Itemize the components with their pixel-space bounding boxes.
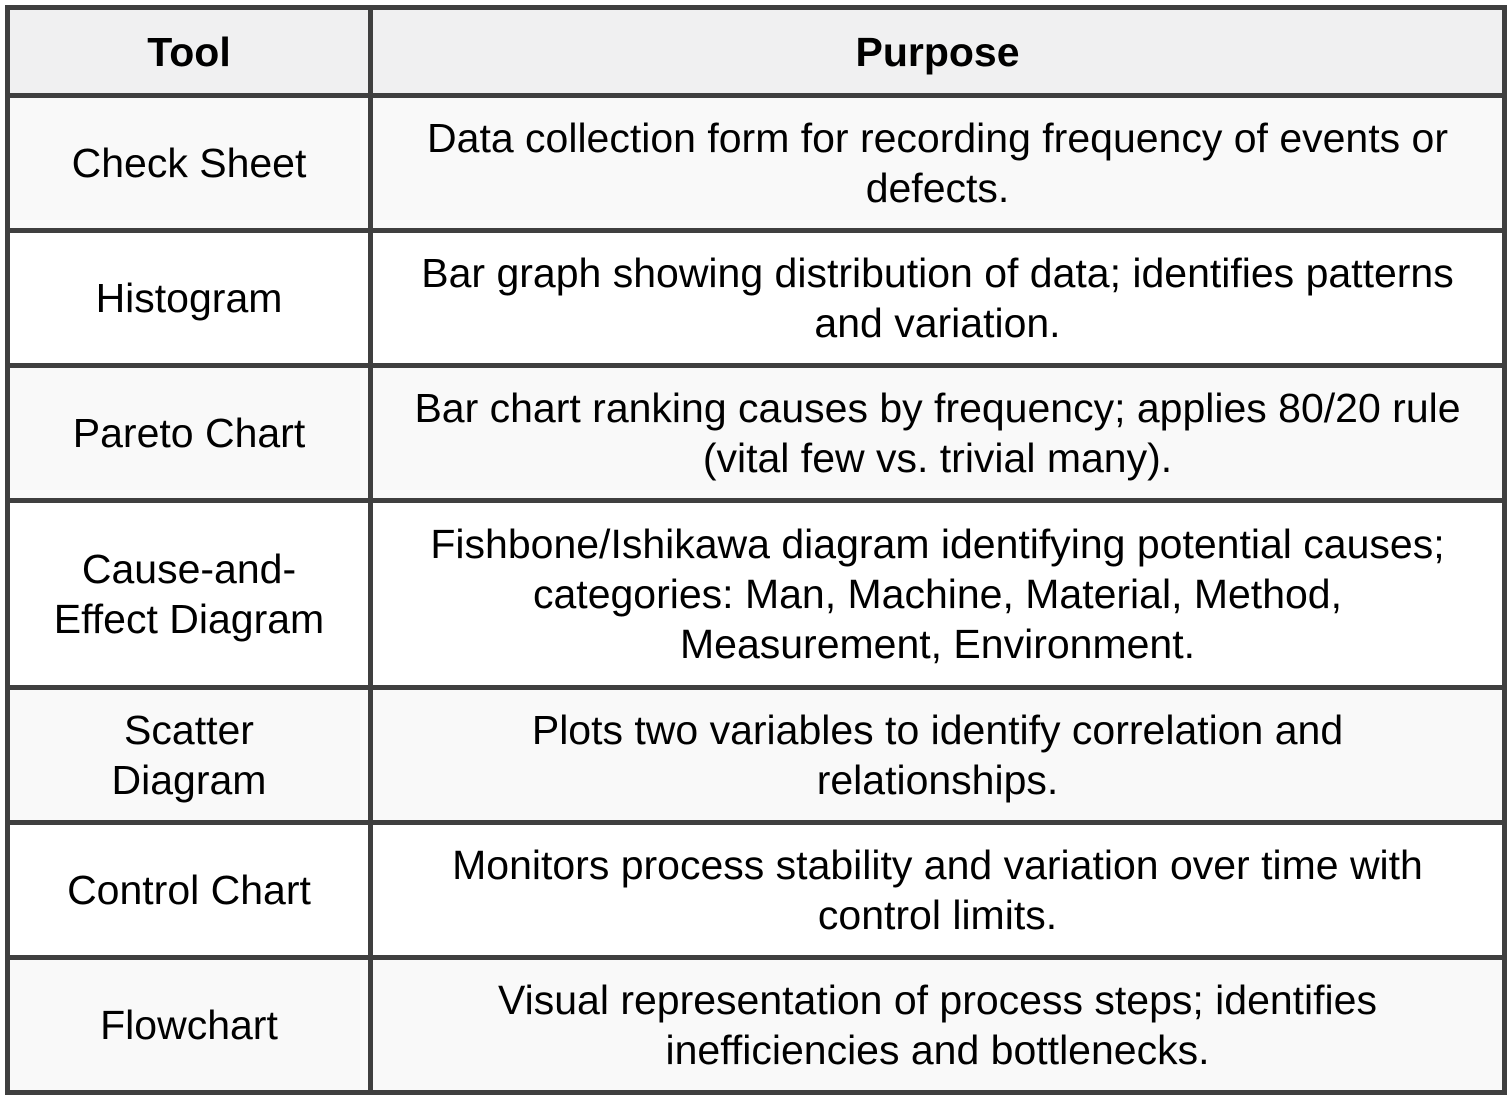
- purpose-cell: Bar chart ranking causes by frequency; a…: [368, 363, 1507, 503]
- tool-cell: Scatter Diagram: [5, 685, 373, 825]
- table-row-histogram: Histogram Bar graph showing distribution…: [5, 228, 1507, 368]
- tool-cell: Histogram: [5, 228, 373, 368]
- table-row-scatter-diagram: Scatter Diagram Plots two variables to i…: [5, 685, 1507, 825]
- column-header-tool: Tool: [5, 5, 373, 98]
- table-row-control-chart: Control Chart Monitors process stability…: [5, 820, 1507, 960]
- tool-cell: Cause-and- Effect Diagram: [5, 498, 373, 690]
- purpose-cell: Visual representation of process steps; …: [368, 955, 1507, 1095]
- tool-cell: Pareto Chart: [5, 363, 373, 503]
- table-row-pareto-chart: Pareto Chart Bar chart ranking causes by…: [5, 363, 1507, 503]
- column-header-purpose: Purpose: [368, 5, 1507, 98]
- tool-cell: Flowchart: [5, 955, 373, 1095]
- purpose-cell: Fishbone/Ishikawa diagram identifying po…: [368, 498, 1507, 690]
- tool-cell: Control Chart: [5, 820, 373, 960]
- purpose-cell: Monitors process stability and variation…: [368, 820, 1507, 960]
- purpose-cell: Plots two variables to identify correlat…: [368, 685, 1507, 825]
- quality-tools-table: Tool Purpose Check Sheet Data collection…: [5, 5, 1507, 1095]
- purpose-cell: Bar graph showing distribution of data; …: [368, 228, 1507, 368]
- table-row-cause-and-effect: Cause-and- Effect Diagram Fishbone/Ishik…: [5, 498, 1507, 690]
- header-row: Tool Purpose: [5, 5, 1507, 98]
- purpose-cell: Data collection form for recording frequ…: [368, 93, 1507, 233]
- table-row-flowchart: Flowchart Visual representation of proce…: [5, 955, 1507, 1095]
- tool-cell: Check Sheet: [5, 93, 373, 233]
- table-row-check-sheet: Check Sheet Data collection form for rec…: [5, 93, 1507, 233]
